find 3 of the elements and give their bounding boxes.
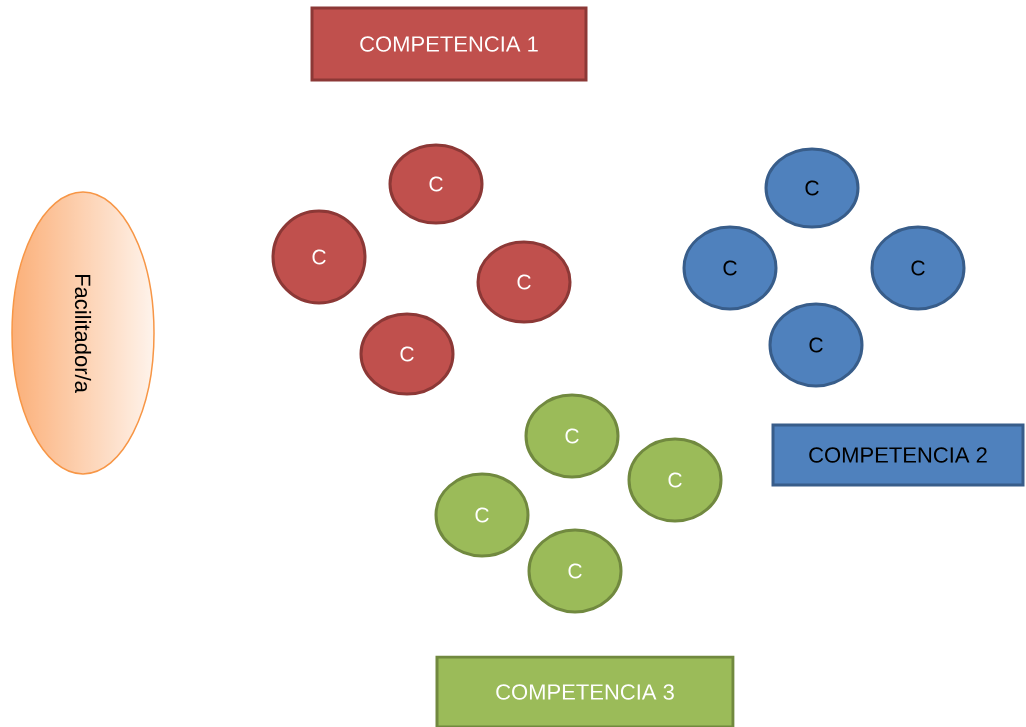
competence-box: COMPETENCIA 2 <box>771 423 1025 487</box>
competence-box: COMPETENCIA 3 <box>435 655 735 727</box>
competence-box: COMPETENCIA 1 <box>310 6 588 82</box>
